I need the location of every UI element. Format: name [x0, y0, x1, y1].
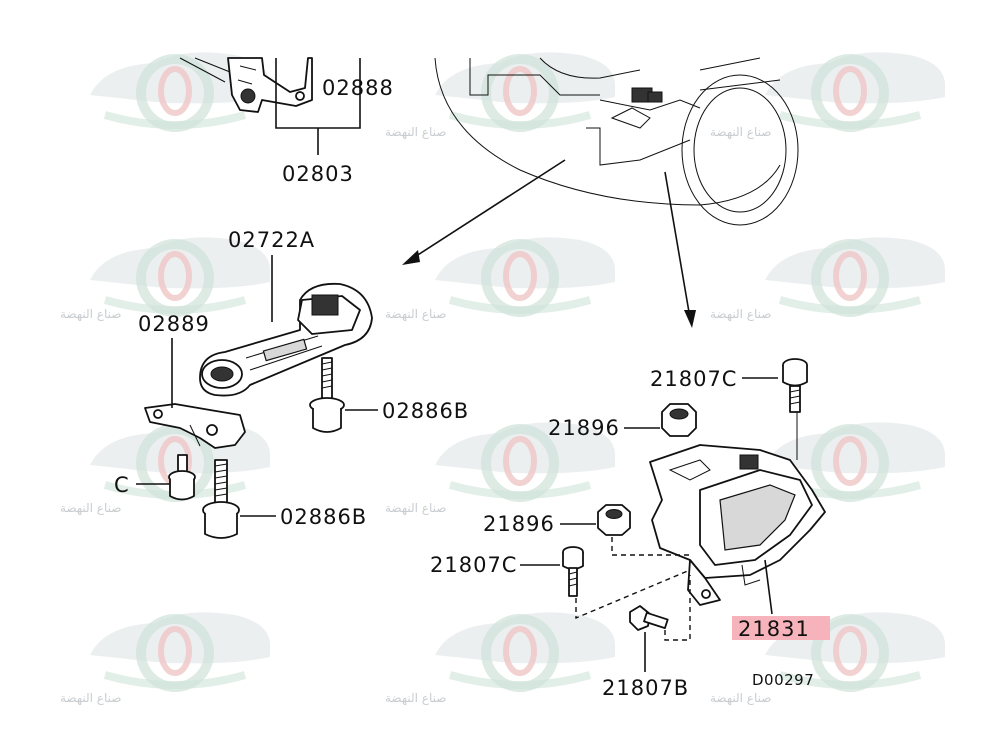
- watermark-text: صناع النهضة: [385, 125, 446, 139]
- watermark-text: صناع النهضة: [60, 501, 121, 515]
- watermark-text: صناع النهضة: [385, 691, 446, 705]
- assembly-line: [664, 575, 691, 641]
- label-21896-upper: 21896: [548, 416, 620, 440]
- label-21807b: 21807B: [602, 676, 689, 700]
- assembly-line: [575, 569, 691, 620]
- label-02886b-upper: 02886B: [382, 399, 469, 423]
- watermark-text: صناع النهضة: [710, 691, 771, 705]
- label-02889: 02889: [138, 312, 210, 336]
- diagram-code: D00297: [752, 671, 814, 689]
- watermark-text: صناع النهضة: [60, 307, 121, 321]
- label-02886b-lower: 02886B: [280, 505, 367, 529]
- watermark-layer: صناع النهضة صناع النهضة صناع النهضة صناع…: [60, 52, 945, 705]
- label-21807c-top: 21807C: [650, 367, 737, 391]
- label-02803: 02803: [282, 162, 354, 186]
- watermark-text: صناع النهضة: [60, 691, 121, 705]
- label-02722a: 02722A: [228, 228, 315, 252]
- leader-21831: [764, 559, 773, 615]
- assembly-line: [611, 537, 690, 556]
- highlight-21831: [732, 616, 830, 640]
- label-c: C: [114, 473, 130, 497]
- bolt-drawing: [168, 454, 196, 501]
- bolt-drawing: [202, 459, 240, 539]
- watermark-text: صناع النهضة: [710, 307, 771, 321]
- watermark-text: صناع النهضة: [710, 125, 771, 139]
- engine-mount-drawing: [562, 358, 826, 631]
- engine-outline-drawing: [434, 57, 799, 226]
- upper-bracket-drawing: [179, 57, 313, 113]
- watermark-text: صناع النهضة: [385, 307, 446, 321]
- bolt-drawing: [309, 357, 345, 433]
- label-02888: 02888: [322, 76, 394, 100]
- label-21896-lower: 21896: [483, 512, 555, 536]
- label-21831[interactable]: 21831: [738, 617, 810, 641]
- torque-rod-drawing: [199, 282, 373, 397]
- watermark-text: صناع النهضة: [385, 501, 446, 515]
- label-21807c-lower: 21807C: [430, 553, 517, 577]
- bracket-drawing: [144, 403, 246, 449]
- direction-arrows: [402, 159, 696, 328]
